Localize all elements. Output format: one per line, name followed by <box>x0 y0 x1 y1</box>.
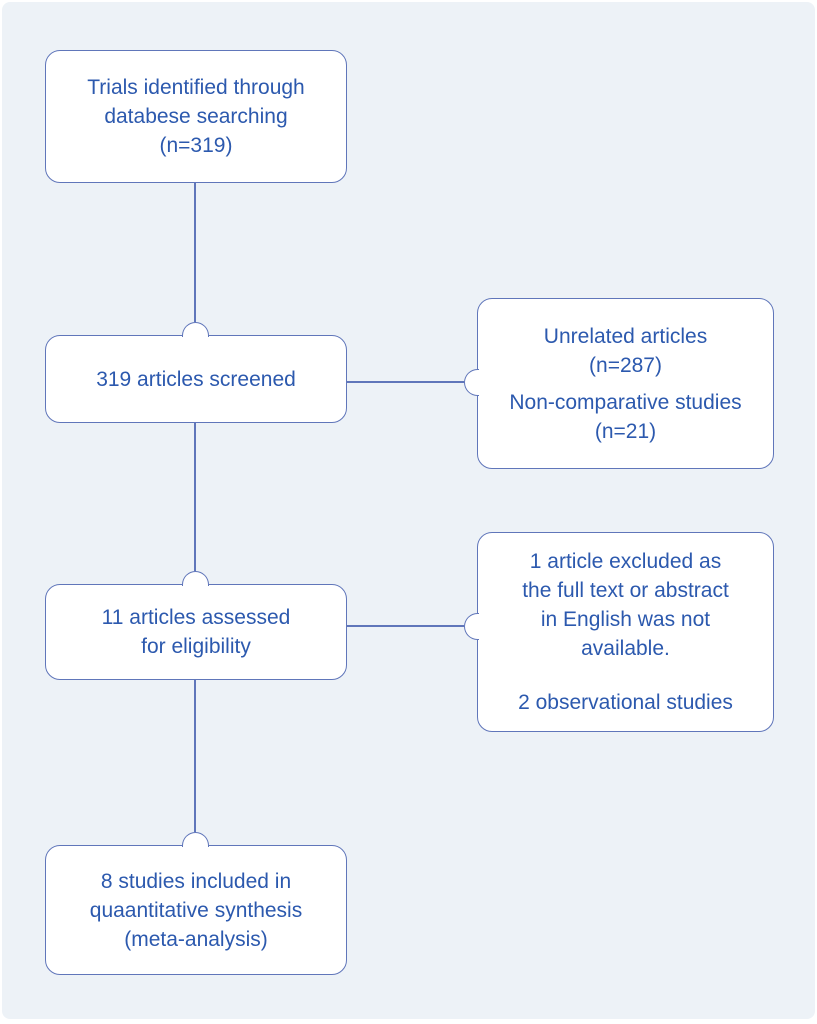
node-screening: 319 articles screened <box>45 335 347 423</box>
node-screening-text: 319 articles screened <box>96 367 296 391</box>
connector-identification-to-screening <box>194 183 196 322</box>
node-included: 8 studies included in quaantitative synt… <box>45 845 347 975</box>
node-screening-excluded-para1: Unrelated articles (n=287) <box>543 324 708 377</box>
node-identification: Trials identified through databese searc… <box>45 50 347 183</box>
junction-bump-screening-top <box>182 322 209 337</box>
node-eligibility-excluded-para2: 2 observational studies <box>518 691 733 714</box>
junction-bump-eligibility-top <box>182 571 209 586</box>
node-identification-text: Trials identified through databese searc… <box>87 76 305 157</box>
node-eligibility-excluded: 1 article excluded as the full text or a… <box>477 532 774 732</box>
node-eligibility-excluded-para1: 1 article excluded as the full text or a… <box>522 550 729 660</box>
junction-bump-eligibility-excluded-left <box>464 613 479 640</box>
node-screening-excluded: Unrelated articles (n=287) Non-comparati… <box>477 298 774 469</box>
connector-screening-to-eligibility <box>194 423 196 571</box>
connector-screening-to-excluded <box>347 381 464 383</box>
connector-eligibility-to-excluded <box>347 625 464 627</box>
node-included-text: 8 studies included in quaantitative synt… <box>89 869 303 951</box>
connector-eligibility-to-included <box>194 680 196 832</box>
junction-bump-screening-excluded-left <box>464 369 479 396</box>
node-screening-excluded-para2: Non-comparative studies (n=21) <box>509 390 742 443</box>
node-eligibility: 11 articles assessed for eligibility <box>45 584 347 680</box>
junction-bump-included-top <box>182 832 209 847</box>
node-eligibility-text: 11 articles assessed for eligibility <box>101 606 291 658</box>
